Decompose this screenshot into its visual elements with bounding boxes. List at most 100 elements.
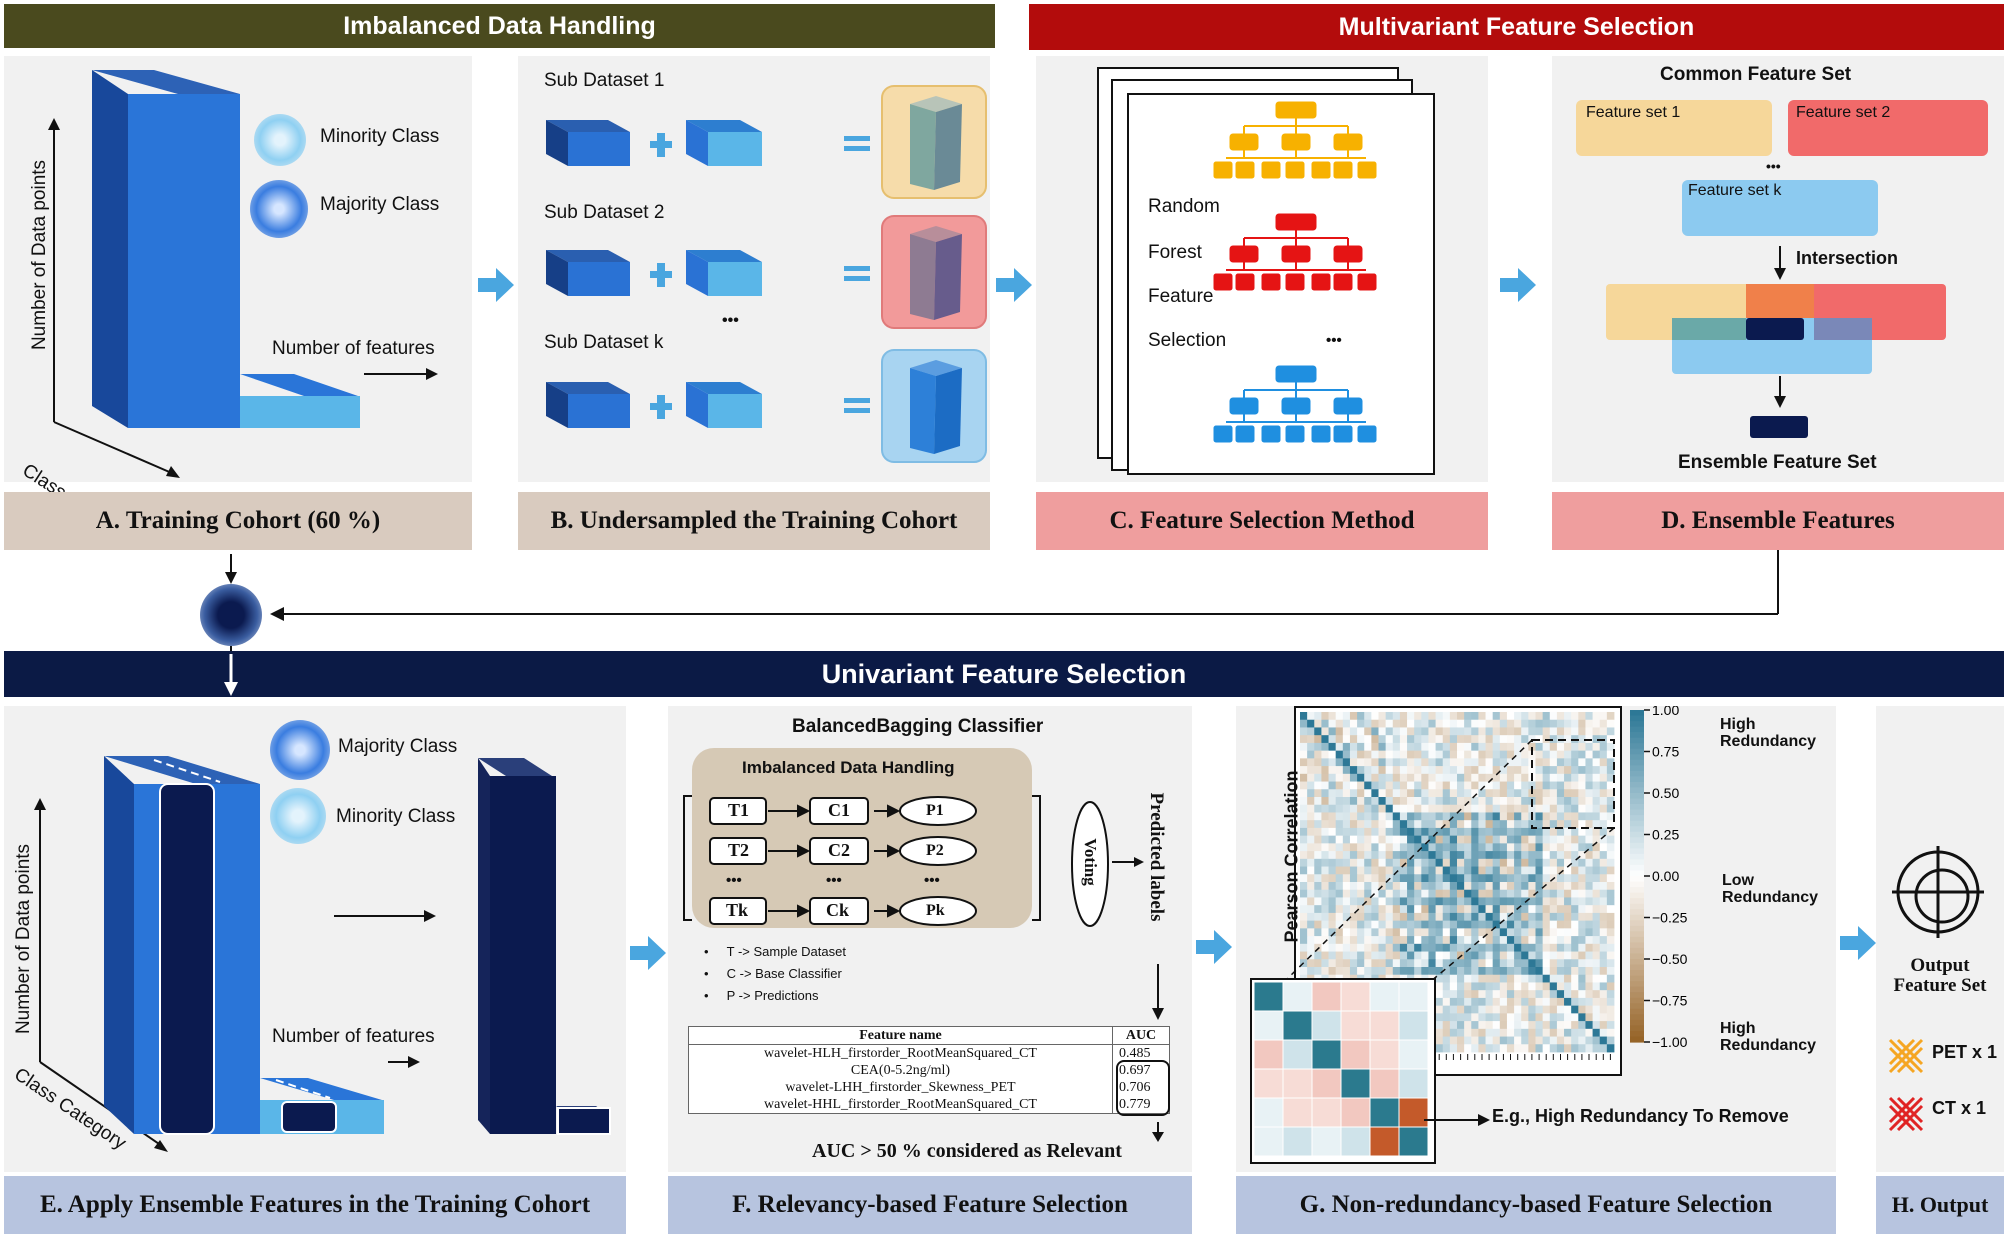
heatmap-cell bbox=[1471, 820, 1479, 829]
heatmap-cell bbox=[1606, 758, 1615, 767]
heatmap-cell bbox=[1471, 781, 1479, 790]
heatmap-cell bbox=[1349, 758, 1358, 767]
relevant-note: AUC > 50 % considered as Relevant bbox=[812, 1140, 1122, 1162]
heatmap-cell bbox=[1499, 789, 1508, 798]
heatmap-cell bbox=[1321, 820, 1329, 829]
heatmap-cell bbox=[1307, 866, 1315, 875]
zoom-cell bbox=[1369, 1068, 1400, 1099]
heatmap-cell bbox=[1514, 959, 1522, 968]
heatmap-cell bbox=[1449, 843, 1458, 852]
heatmap-cell bbox=[1300, 905, 1308, 914]
colorbar-segment bbox=[1630, 743, 1644, 750]
heatmap-cell bbox=[1492, 943, 1501, 952]
ensemble-feature-set-label: Ensemble Feature Set bbox=[1678, 452, 1877, 473]
heatmap-cell bbox=[1357, 812, 1365, 821]
heatmap-cell bbox=[1549, 974, 1558, 983]
heatmap-cell bbox=[1428, 742, 1436, 752]
heatmap-cell bbox=[1464, 773, 1472, 782]
colorbar-segment bbox=[1630, 1036, 1644, 1043]
heatmap-cell bbox=[1421, 897, 1429, 906]
heatmap-cell bbox=[1599, 967, 1608, 976]
heatmap-cell bbox=[1549, 1005, 1558, 1014]
heatmap-cell bbox=[1414, 789, 1422, 798]
heatmap-cell bbox=[1314, 712, 1322, 721]
heatmap-cell bbox=[1307, 928, 1315, 937]
heatmap-cell bbox=[1571, 882, 1579, 891]
heatmap-cell bbox=[1599, 789, 1608, 798]
heatmap-cell bbox=[1464, 750, 1472, 759]
heatmap-cell bbox=[1535, 851, 1544, 860]
p2-label: P2 bbox=[926, 842, 944, 859]
heatmap-cell bbox=[1421, 951, 1429, 960]
heatmap-cell bbox=[1414, 959, 1422, 968]
colorbar-segment bbox=[1630, 837, 1644, 844]
panel-c: Random Forest Feature Selection ••• bbox=[1036, 56, 1488, 482]
heatmap-cell bbox=[1485, 1036, 1494, 1045]
heatmap-cell bbox=[1364, 928, 1372, 937]
heatmap-cell bbox=[1592, 951, 1601, 960]
heatmap-cell bbox=[1499, 936, 1508, 945]
heatmap-cell bbox=[1335, 882, 1344, 891]
heatmap-cell bbox=[1328, 905, 1337, 914]
heatmap-cell bbox=[1449, 897, 1458, 906]
heatmap-cell bbox=[1335, 727, 1344, 736]
heatmap-cell bbox=[1585, 1013, 1593, 1022]
heatmap-cell bbox=[1528, 936, 1536, 945]
heatmap-cell bbox=[1457, 959, 1465, 968]
heatmap-cell bbox=[1556, 851, 1565, 860]
heatmap-cell bbox=[1592, 882, 1601, 891]
heatmap-cell bbox=[1492, 997, 1501, 1007]
heatmap-cell bbox=[1328, 874, 1337, 883]
heatmap-cell bbox=[1514, 804, 1522, 813]
heatmap-cell bbox=[1442, 1028, 1451, 1037]
heatmap-cell bbox=[1471, 719, 1479, 728]
heatmap-cell bbox=[1314, 827, 1322, 837]
heatmap-cell bbox=[1321, 858, 1329, 867]
heatmap-cell bbox=[1442, 858, 1451, 867]
zoom-cell bbox=[1340, 1039, 1371, 1070]
heatmap-cell bbox=[1514, 727, 1522, 736]
heatmap-cell bbox=[1307, 712, 1315, 721]
heatmap-cell bbox=[1378, 827, 1387, 837]
heatmap-cell bbox=[1535, 866, 1544, 875]
heatmap-cell bbox=[1407, 827, 1415, 837]
heatmap-cell bbox=[1371, 735, 1379, 744]
panel-e-y-axis-label: Number of Data points bbox=[13, 843, 34, 1035]
heatmap-cell bbox=[1592, 1028, 1601, 1037]
heatmap-cell bbox=[1528, 974, 1536, 983]
heatmap-cell bbox=[1378, 951, 1387, 960]
heatmap-cell bbox=[1464, 943, 1472, 952]
heatmap-cell bbox=[1506, 967, 1515, 976]
heatmap-cell bbox=[1421, 758, 1429, 767]
heatmap-cell bbox=[1349, 804, 1358, 813]
heatmap-cell bbox=[1585, 820, 1593, 829]
heatmap-cell bbox=[1485, 912, 1494, 922]
heatmap-cell bbox=[1364, 967, 1372, 976]
heatmap-cell bbox=[1314, 967, 1322, 976]
heatmap-cell bbox=[1371, 712, 1379, 721]
heatmap-cell bbox=[1300, 789, 1308, 798]
heatmap-cell bbox=[1464, 812, 1472, 821]
heatmap-cell bbox=[1428, 897, 1436, 906]
heatmap-cell bbox=[1499, 1005, 1508, 1014]
heatmap-cell bbox=[1357, 928, 1365, 937]
heatmap-cell bbox=[1349, 858, 1358, 867]
legend-c: • C -> Base Classifier bbox=[704, 966, 842, 981]
heatmap-cell bbox=[1364, 897, 1372, 906]
heatmap-cell bbox=[1485, 1005, 1494, 1014]
heatmap-cell bbox=[1435, 797, 1444, 806]
heatmap-cell bbox=[1549, 781, 1558, 790]
heatmap-cell bbox=[1492, 928, 1501, 937]
heatmap-cell bbox=[1599, 866, 1608, 875]
heatmap-cell bbox=[1485, 1044, 1494, 1053]
heatmap-cell bbox=[1378, 912, 1387, 922]
panel-g: E.g., High Redundancy To Remove Pearson … bbox=[1236, 706, 1836, 1172]
heatmap-cell bbox=[1478, 897, 1486, 906]
heatmap-cell bbox=[1599, 797, 1608, 806]
heatmap-cell bbox=[1549, 928, 1558, 937]
heatmap-cell bbox=[1321, 835, 1329, 844]
heatmap-cell bbox=[1435, 928, 1444, 937]
heatmap-cell bbox=[1399, 835, 1408, 844]
heatmap-cell bbox=[1571, 1036, 1579, 1045]
